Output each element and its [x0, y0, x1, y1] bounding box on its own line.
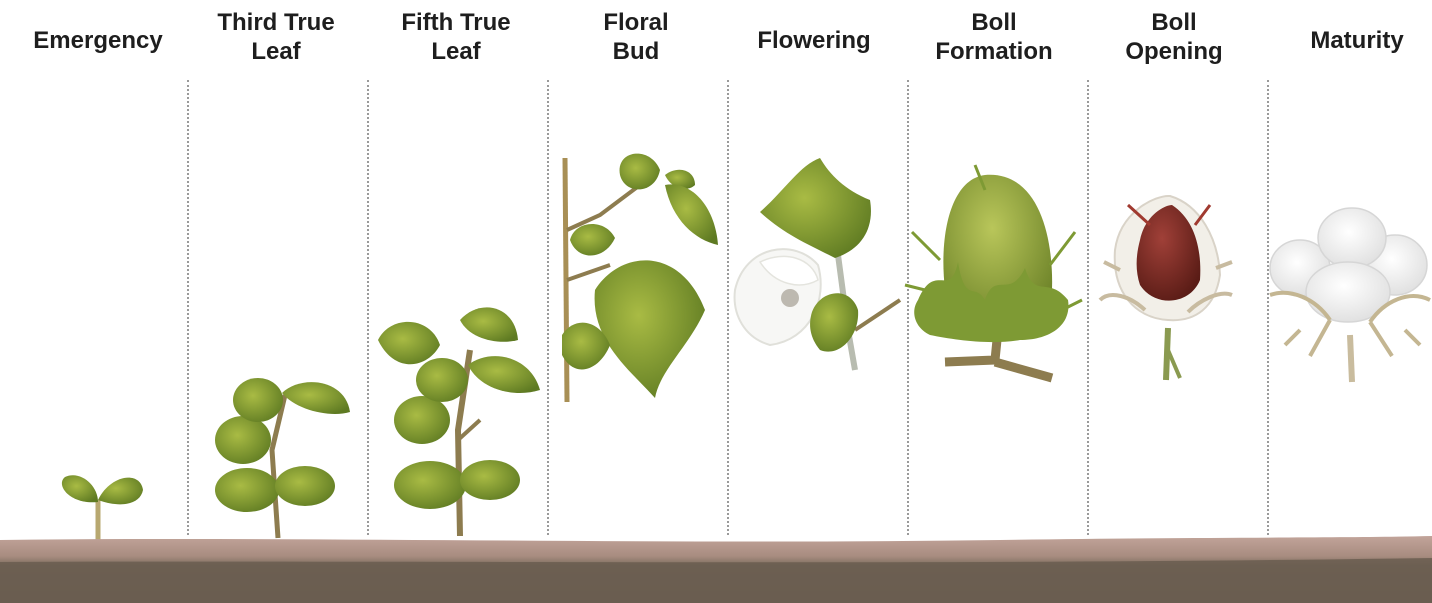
soil-ground: [0, 0, 1432, 603]
